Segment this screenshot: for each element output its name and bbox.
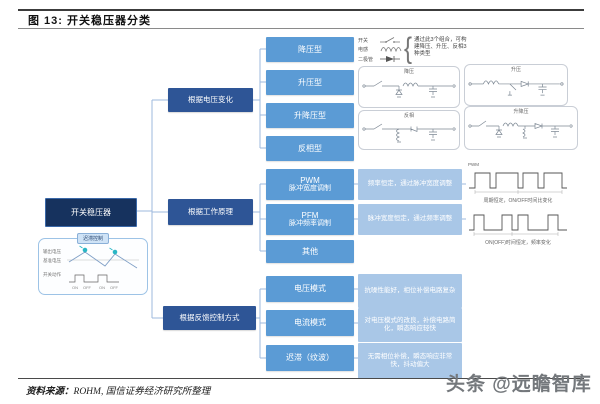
diode-symbol-icon xyxy=(380,56,400,62)
circuit-label: 反相 xyxy=(403,113,414,119)
leaf-inverting: 反相型 xyxy=(266,136,354,161)
note-hysteresis: 无需相位补偿，瞬态响应非常快，抖动偏大 xyxy=(358,343,462,379)
header-rule-bottom xyxy=(18,28,584,29)
figure-title: 图 13: 开关稳压器分类 xyxy=(28,15,152,27)
legend-note: 通过此3个组合，可构建降压、升压、反相3种类型 xyxy=(414,37,467,57)
circuit-box-buck-boost: 升降压 xyxy=(464,106,578,150)
footer-rule xyxy=(18,378,584,379)
source-note: 资料来源：ROHM, 国信证券经济研究所整理 xyxy=(26,383,210,397)
legend-brace: { xyxy=(404,31,413,66)
legend-label-switch: 开关 xyxy=(358,37,369,44)
leaf-buck-boost: 升降压型 xyxy=(266,103,354,128)
circuit-box-boost: 升压 xyxy=(464,64,568,106)
component-legend: 开关 电感 二极管 { 通过此3个组合，可构建降压、升压、反相3种类型 xyxy=(358,32,474,66)
timeline-off: OFF xyxy=(110,285,119,290)
source-label: 资料来源： xyxy=(26,387,74,397)
leaf-pwm: PWM 脉冲宽度调制 xyxy=(266,169,354,200)
leaf-label: 反相型 xyxy=(298,143,322,153)
leaf-label: 迟滞（纹波） xyxy=(286,353,334,363)
panel-label-reference-voltage: 基准电压 xyxy=(43,258,61,263)
panel-label-output-voltage: 输出电压 xyxy=(43,249,61,254)
branch-label: 根据电压变化 xyxy=(188,94,233,104)
branch-by-voltage-change: 根据电压变化 xyxy=(168,88,253,112)
circuit-label: 升压 xyxy=(510,67,521,73)
branch-by-working-principle: 根据工作原理 xyxy=(168,199,253,225)
leaf-sublabel: 脉冲宽度调制 xyxy=(289,185,331,193)
pwm-wave-caption: 周期恒定，ON/OFF时间比变化 xyxy=(483,198,553,204)
leaf-label: 其他 xyxy=(302,246,318,256)
node-switching-regulator: 开关稳压器 xyxy=(45,198,137,227)
inductor-symbol-icon xyxy=(380,47,402,53)
hysteresis-waveform-graphic: ON OFF ON OFF xyxy=(67,245,139,290)
pwm-waveform-graphic xyxy=(469,172,567,194)
leaf-label: PWM xyxy=(300,175,320,185)
note-current-mode: 对电压模式的改良，补偿电路简化，瞬态响应轻快 xyxy=(358,308,462,342)
pfm-wave-caption: ON(OFF)时间恒定，频率变化 xyxy=(485,240,551,246)
hysteresis-panel-tab: 迟滞控制 xyxy=(76,233,110,244)
boost-circuit-graphic xyxy=(468,80,564,96)
leaf-label: 降压型 xyxy=(298,44,322,54)
leaf-buck: 降压型 xyxy=(266,37,354,62)
circuit-label: 降压 xyxy=(403,69,414,75)
leaf-label: 升降压型 xyxy=(294,110,326,120)
inverting-circuit-graphic xyxy=(362,123,456,143)
circuit-box-buck: 降压 xyxy=(358,66,460,108)
buck-circuit-graphic xyxy=(362,80,456,98)
circuit-box-inverting: 反相 xyxy=(358,110,460,150)
header-rule-top xyxy=(18,9,584,11)
pwm-waveform-figure: PWM 周期恒定，ON/OFF时间比变化 xyxy=(466,162,570,204)
leaf-label: 电流模式 xyxy=(294,318,326,328)
leaf-hysteresis-ripple: 迟滞（纹波） xyxy=(266,345,354,371)
pfm-waveform-figure: ON(OFF)时间恒定，频率变化 xyxy=(466,204,570,246)
panel-label-switch-action: 开关动作 xyxy=(43,272,61,277)
timeline-off: OFF xyxy=(83,285,92,290)
leaf-voltage-mode: 电压模式 xyxy=(266,276,354,302)
leaf-boost: 升压型 xyxy=(266,70,354,95)
legend-label-inductor: 电感 xyxy=(358,46,369,53)
leaf-label: 电压模式 xyxy=(294,284,326,294)
branch-label: 根据工作原理 xyxy=(188,206,233,216)
note-pwm: 频率恒定，通过脉冲宽度调整 xyxy=(358,169,462,200)
legend-label-diode: 二极管 xyxy=(358,56,374,63)
leaf-current-mode: 电流模式 xyxy=(266,310,354,336)
pfm-waveform-graphic xyxy=(469,214,567,236)
buck-boost-circuit-graphic xyxy=(468,120,573,139)
note-voltage-mode: 抗噪性能好，相位补偿电路复杂 xyxy=(358,274,462,308)
branch-by-feedback-control: 根据反馈控制方式 xyxy=(163,306,256,330)
switch-symbol-icon xyxy=(380,37,400,43)
timeline-on: ON xyxy=(72,285,78,290)
timeline-on: ON xyxy=(99,285,105,290)
leaf-label: PFM xyxy=(301,210,319,220)
comparator-dot-icon xyxy=(112,249,118,255)
source-text: ROHM, 国信证券经济研究所整理 xyxy=(73,387,211,397)
pwm-wave-tag: PWM xyxy=(468,162,479,167)
note-pfm: 脉冲宽度恒定，通过频率调整 xyxy=(358,204,462,235)
node-label: 开关稳压器 xyxy=(71,207,111,217)
leaf-sublabel: 脉冲频率调制 xyxy=(289,220,331,228)
leaf-other: 其他 xyxy=(266,240,354,263)
hysteresis-panel: 迟滞控制 输出电压 基准电压 开关动作 ON OFF ON OFF xyxy=(38,233,148,295)
watermark: 头条 @远瞻智库 xyxy=(446,374,592,395)
leaf-pfm: PFM 脉冲频率调制 xyxy=(266,204,354,235)
comparator-dot-icon xyxy=(82,247,88,253)
branch-label: 根据反馈控制方式 xyxy=(179,312,240,322)
circuit-label: 升降压 xyxy=(513,109,529,115)
leaf-label: 升压型 xyxy=(298,77,322,87)
